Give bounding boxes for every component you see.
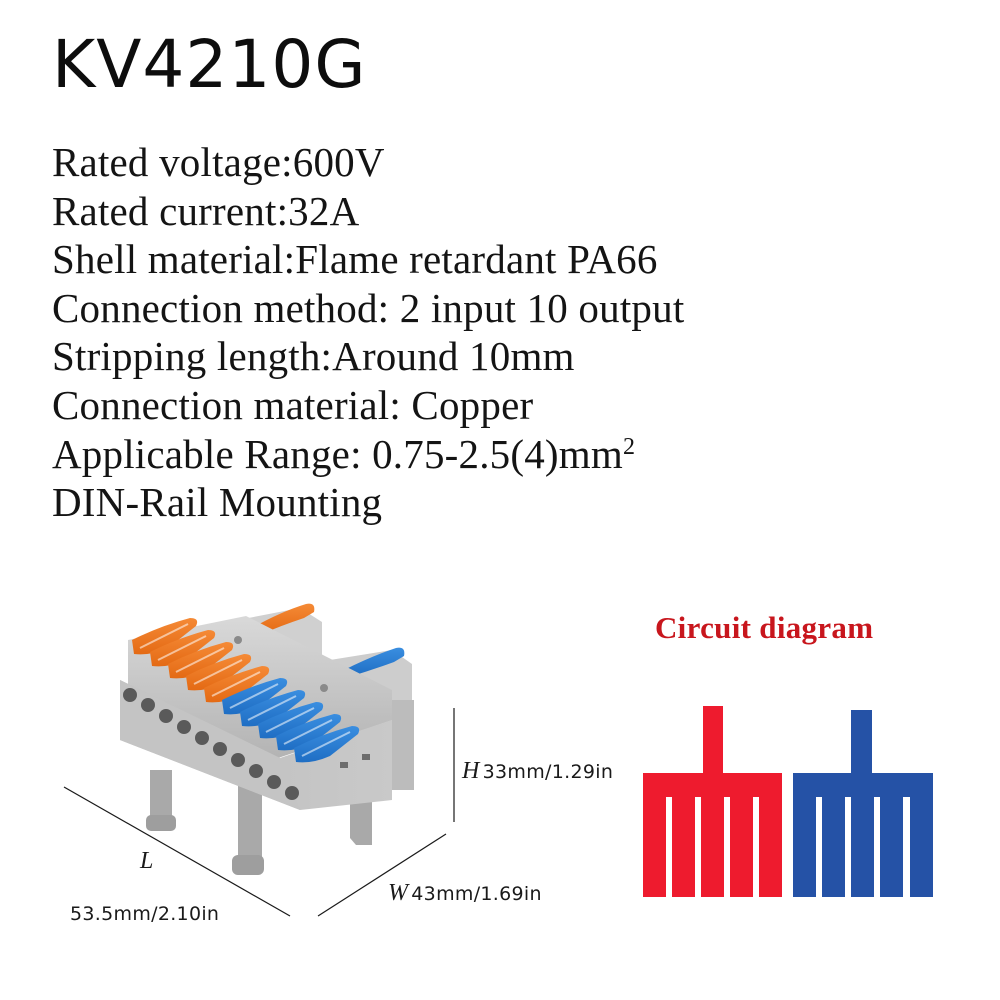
circuit-diagram-title: Circuit diagram xyxy=(655,610,874,645)
wire-holes xyxy=(123,688,299,800)
spec-stripping-length: Stripping length:Around 10mm xyxy=(52,333,575,380)
model-title: KV4210G xyxy=(52,26,367,103)
spec-connection-method: Connection method: 2 input 10 output xyxy=(52,284,685,331)
spec-din-rail: DIN-Rail Mounting xyxy=(52,479,383,526)
spec-rated-voltage: Rated voltage:600V xyxy=(52,139,385,185)
dimension-height-value: 33mm/1.29in xyxy=(482,761,614,783)
dimension-height-letter: H xyxy=(462,758,480,784)
din-rail-feet xyxy=(146,770,372,875)
dimension-length-value: 53.5mm/2.10in xyxy=(70,903,220,925)
dimension-lines xyxy=(63,708,455,917)
dimension-width-value: 43mm/1.69in xyxy=(411,883,542,905)
spec-applicable-range-text: Applicable Range: 0.75-2.5(4)mm xyxy=(52,430,623,477)
spec-list: Rated voltage:600V Rated current:32A She… xyxy=(52,138,684,527)
spec-connection-material: Connection material: Copper xyxy=(52,381,534,428)
spec-shell-material: Shell material:Flame retardant PA66 xyxy=(52,236,658,283)
product-image-connector xyxy=(63,603,455,917)
dimension-length-letter: L xyxy=(140,848,154,874)
circuit-group-red xyxy=(643,706,782,897)
dimension-width-letter: W xyxy=(388,880,409,906)
circuit-group-blue xyxy=(793,710,933,897)
spec-rated-current: Rated current:32A xyxy=(52,187,360,234)
superscript-squared: 2 xyxy=(622,433,636,460)
spec-applicable-range: Applicable Range: 0.75-2.5(4)mm2 xyxy=(52,430,684,479)
